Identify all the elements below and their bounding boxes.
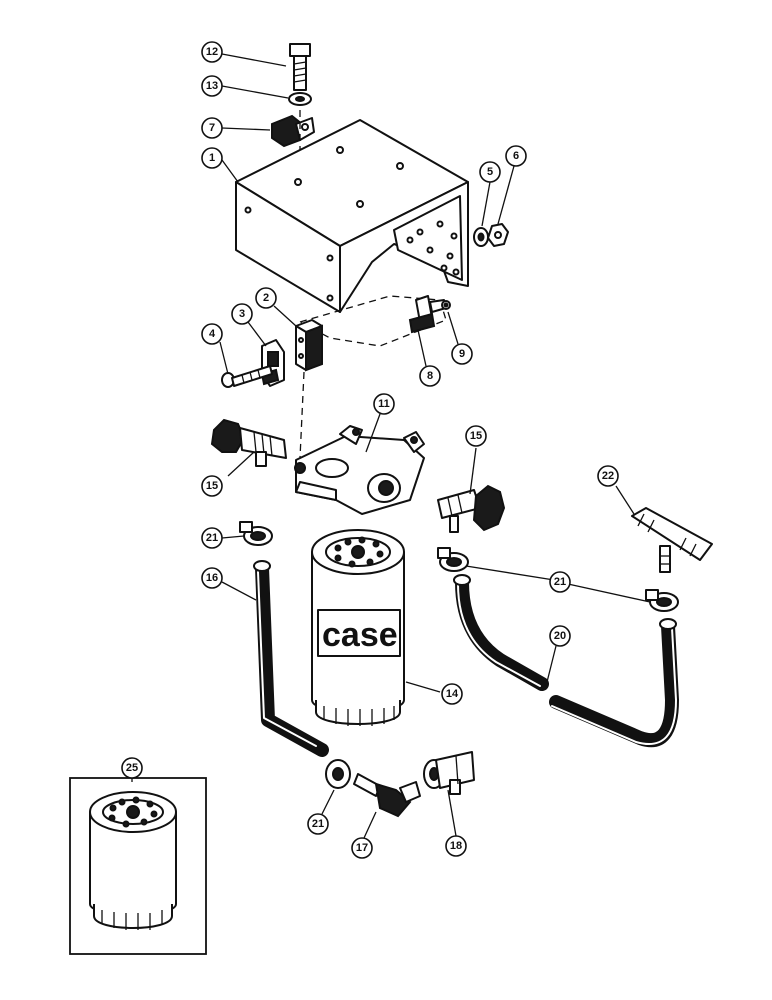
part-25-filter — [89, 791, 177, 930]
part-21-ferrule-lower — [325, 759, 351, 789]
callout-7: 7 — [201, 117, 223, 139]
callout-15-right: 15 — [465, 425, 487, 447]
inset-box — [69, 777, 207, 955]
part-9-screw — [441, 300, 451, 310]
part-6-nut — [487, 223, 509, 247]
part-8-clip — [408, 295, 447, 334]
callout-6: 6 — [505, 145, 527, 167]
svg-text:16: 16 — [206, 572, 218, 584]
leader-lines — [131, 53, 651, 839]
part-7-clamp — [271, 114, 315, 148]
callout-4: 4 — [201, 323, 223, 345]
callout-17: 17 — [351, 837, 373, 859]
callout-3: 3 — [231, 303, 253, 325]
svg-text:15: 15 — [206, 480, 218, 492]
filter-brand-label — [317, 609, 401, 657]
part-21-clamp-top-left — [239, 521, 273, 546]
svg-text:17: 17 — [356, 842, 368, 854]
spacer-centerline — [299, 371, 305, 459]
filter-brand-text: case — [322, 616, 398, 654]
svg-text:21: 21 — [554, 576, 566, 588]
part-17-elbow-fitting — [353, 773, 421, 818]
callout-21-right: 21 — [549, 571, 571, 593]
callout-21-lower: 21 — [307, 813, 329, 835]
callout-16: 16 — [201, 567, 223, 589]
callout-8: 8 — [419, 365, 441, 387]
part-2-spacer-block — [295, 319, 323, 372]
part-13-lock-washer — [288, 92, 312, 106]
svg-text:11: 11 — [378, 398, 390, 410]
callout-2: 2 — [255, 287, 277, 309]
svg-text:4: 4 — [209, 328, 216, 340]
svg-text:9: 9 — [459, 348, 465, 360]
svg-text:14: 14 — [446, 688, 459, 700]
svg-text:3: 3 — [239, 308, 245, 320]
part-22-tee-fitting — [631, 507, 713, 573]
callout-15-left: 15 — [201, 475, 223, 497]
callout-9: 9 — [451, 343, 473, 365]
part-5-washer — [473, 227, 489, 247]
svg-text:22: 22 — [602, 470, 614, 482]
part-11-filter-head — [294, 425, 425, 515]
svg-text:12: 12 — [206, 46, 218, 58]
svg-text:1: 1 — [209, 152, 215, 164]
part-21-clamp-right — [645, 589, 679, 612]
part-21-clamp-mid — [437, 547, 469, 572]
svg-text:8: 8 — [427, 370, 433, 382]
callout-20: 20 — [549, 625, 571, 647]
callout-12: 12 — [201, 41, 223, 63]
part-14-fuel-filter: case — [311, 529, 405, 726]
svg-text:2: 2 — [263, 292, 269, 304]
svg-text:13: 13 — [206, 80, 218, 92]
part-15-valve-left — [210, 418, 287, 467]
svg-text:18: 18 — [450, 840, 462, 852]
svg-text:21: 21 — [206, 532, 218, 544]
svg-text:7: 7 — [209, 122, 215, 134]
part-3-bracket-clip — [260, 339, 285, 387]
callout-5: 5 — [479, 161, 501, 183]
callout-11: 11 — [373, 393, 395, 415]
part-12-bolt — [289, 43, 311, 91]
svg-text:5: 5 — [487, 166, 493, 178]
callout-18: 18 — [445, 835, 467, 857]
callout-21-top-left: 21 — [201, 527, 223, 549]
part-20-hose — [453, 574, 679, 748]
part-1-mounting-bracket — [235, 119, 469, 313]
svg-text:20: 20 — [554, 630, 566, 642]
svg-text:6: 6 — [513, 150, 519, 162]
part-18-drain-fitting — [423, 751, 475, 795]
callout-22: 22 — [597, 465, 619, 487]
callout-14: 14 — [441, 683, 463, 705]
svg-text:15: 15 — [470, 430, 482, 442]
callout-13: 13 — [201, 75, 223, 97]
svg-text:25: 25 — [126, 762, 138, 774]
part-15-valve-right — [437, 484, 506, 533]
callout-25: 25 — [121, 757, 143, 779]
part-16-hose — [253, 560, 329, 757]
svg-text:21: 21 — [312, 818, 324, 830]
callout-1: 1 — [201, 147, 223, 169]
